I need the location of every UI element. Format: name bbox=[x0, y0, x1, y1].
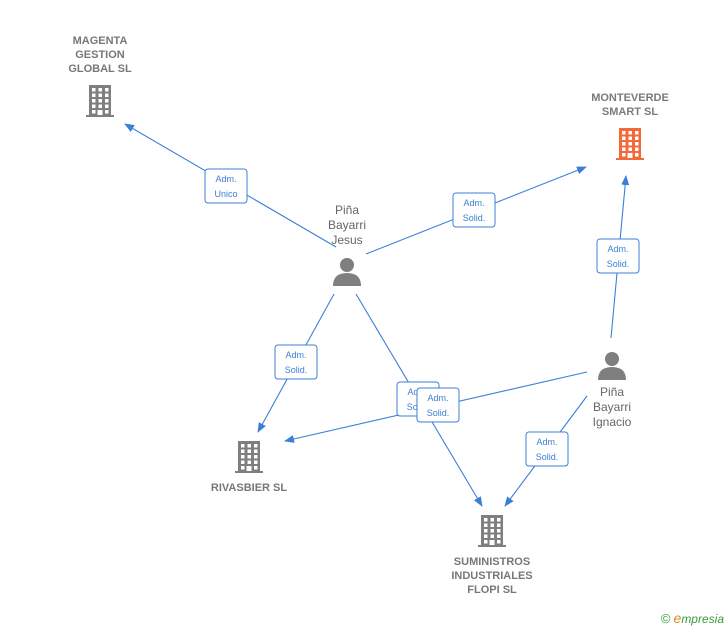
company-node-rivasbier[interactable]: RIVASBIER SL bbox=[211, 441, 287, 494]
company-label-line: MAGENTA bbox=[73, 35, 128, 47]
edge-label-text: Adm. bbox=[427, 393, 448, 403]
edge-label-box bbox=[416, 387, 460, 423]
company-label-line: SMART SL bbox=[602, 106, 659, 118]
person-icon bbox=[598, 352, 626, 380]
company-label-line: FLOPI SL bbox=[467, 584, 517, 596]
building-icon bbox=[86, 85, 114, 117]
company-node-monteverde[interactable]: MONTEVERDE SMART SL bbox=[591, 92, 669, 160]
brand-name: mpresia bbox=[681, 612, 724, 626]
person-label-line: Jesus bbox=[331, 233, 362, 247]
company-label-line: INDUSTRIALES bbox=[451, 570, 532, 582]
edge-label-text: Adm. bbox=[215, 174, 236, 184]
person-label-line: Bayarri bbox=[593, 400, 631, 414]
edge-label-text: Unico bbox=[214, 189, 237, 199]
edge-label-text: Adm. bbox=[463, 198, 484, 208]
edge-label-box bbox=[204, 168, 248, 204]
edge-label-ignacio-suministros[interactable]: Adm. Solid. bbox=[525, 431, 569, 467]
edge-label-text: Solid. bbox=[536, 452, 559, 462]
edge-label-text: Solid. bbox=[607, 259, 630, 269]
person-label-line: Piña bbox=[600, 385, 624, 399]
edge-label-jesus-rivasbier[interactable]: Adm. Solid. bbox=[274, 344, 318, 380]
edge-label-box bbox=[452, 192, 496, 228]
company-label-line: GESTION bbox=[75, 49, 125, 61]
edge-label-text: Solid. bbox=[285, 365, 308, 375]
edge-label-text: Adm. bbox=[285, 350, 306, 360]
building-icon bbox=[478, 515, 506, 547]
company-node-magenta[interactable]: MAGENTA GESTION GLOBAL SL bbox=[68, 35, 132, 117]
edge-label-text: Adm. bbox=[536, 437, 557, 447]
person-icon bbox=[333, 258, 361, 286]
company-label-line: GLOBAL SL bbox=[68, 63, 132, 75]
building-icon bbox=[235, 441, 263, 473]
edge-label-box bbox=[274, 344, 318, 380]
copyright-symbol: © bbox=[660, 611, 671, 626]
company-node-suministros[interactable]: SUMINISTROS INDUSTRIALES FLOPI SL bbox=[451, 515, 533, 596]
person-label-line: Piña bbox=[335, 203, 359, 217]
edge-label-text: Adm. bbox=[607, 244, 628, 254]
building-icon bbox=[616, 128, 644, 160]
edge-label-box bbox=[596, 238, 640, 274]
edge-label-jesus-magenta[interactable]: Adm. Unico bbox=[204, 168, 248, 204]
company-label-line: SUMINISTROS bbox=[454, 556, 530, 568]
edge-label-ignacio-monteverde[interactable]: Adm. Solid. bbox=[596, 238, 640, 274]
company-label-line: RIVASBIER SL bbox=[211, 482, 287, 494]
brand-initial: e bbox=[673, 610, 682, 626]
edge-label-text: Solid. bbox=[427, 408, 450, 418]
company-label-line: MONTEVERDE bbox=[591, 92, 669, 104]
person-label-line: Ignacio bbox=[593, 415, 632, 429]
edge-label-jesus-monteverde[interactable]: Adm. Solid. bbox=[452, 192, 496, 228]
edge-label-text: Solid. bbox=[463, 213, 486, 223]
brand-watermark: ©empresia bbox=[661, 610, 724, 626]
edge-label-box bbox=[525, 431, 569, 467]
edge-label-ignacio-rivasbier[interactable]: Adm. Solid. bbox=[416, 387, 460, 423]
person-label-line: Bayarri bbox=[328, 218, 366, 232]
